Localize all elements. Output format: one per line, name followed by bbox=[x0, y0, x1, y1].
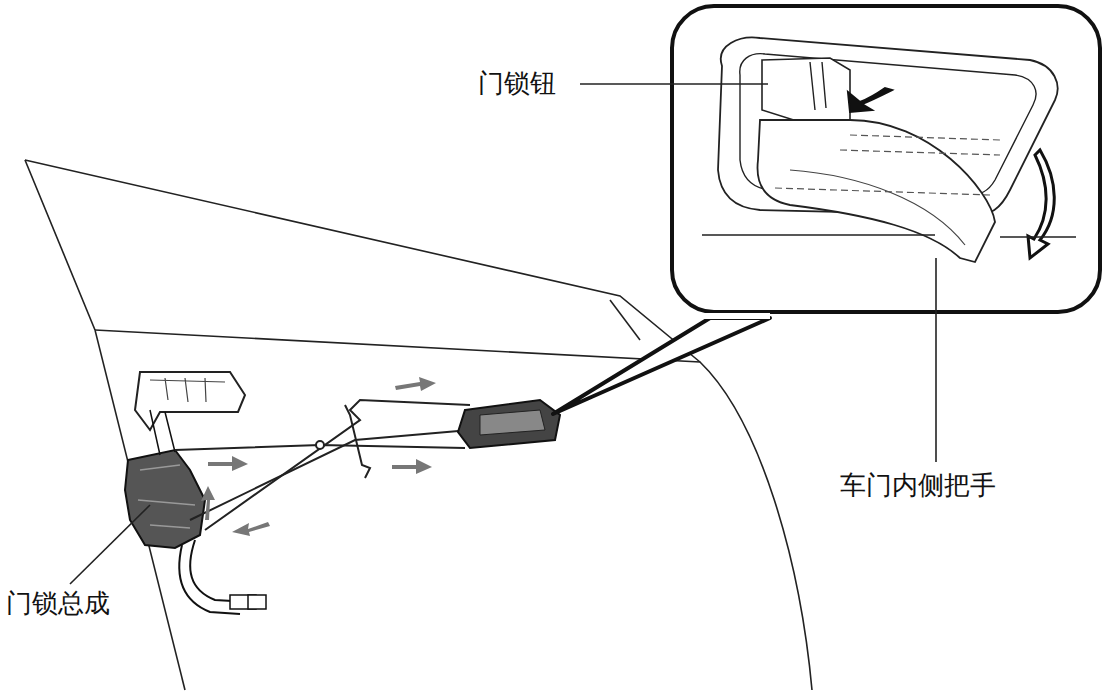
detail-inset bbox=[553, 6, 1100, 414]
part-label: 门锁钮 bbox=[476, 68, 558, 99]
part-label: 车门内侧把手 bbox=[838, 470, 998, 501]
part-label: 门锁总成 bbox=[4, 588, 112, 619]
leader-lines bbox=[70, 84, 936, 584]
lock-rods bbox=[175, 400, 470, 530]
inner-handle-small bbox=[458, 400, 560, 448]
motion-arrows bbox=[201, 377, 436, 536]
